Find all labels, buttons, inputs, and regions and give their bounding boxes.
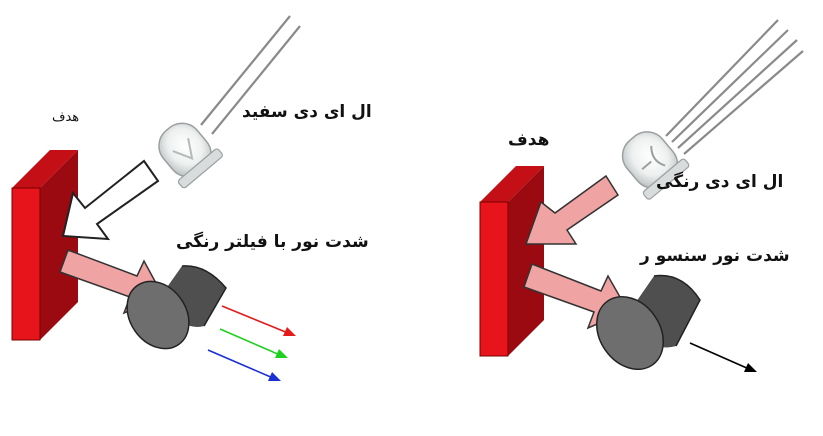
left-ray-blue xyxy=(207,349,274,379)
left-panel xyxy=(11,15,301,381)
right-target-label: هدف xyxy=(508,130,550,150)
right-output-ray xyxy=(689,342,750,370)
right-target-side xyxy=(508,166,544,356)
left-target-face xyxy=(11,187,41,341)
left-led-leads xyxy=(200,15,301,135)
left-target-top xyxy=(12,150,78,188)
right-led-icon xyxy=(621,131,690,200)
left-led-label: ال ای دی سفید xyxy=(242,102,372,122)
left-intensity-label: شدت نور با فیلتر رنگی xyxy=(176,232,369,252)
left-target-block xyxy=(11,150,78,341)
right-target-block xyxy=(479,166,544,357)
left-ray-red-head xyxy=(283,327,296,336)
left-target-label: هدف xyxy=(52,110,80,125)
left-led-icon xyxy=(158,122,223,189)
right-sensor xyxy=(596,274,701,371)
right-sensor-face xyxy=(596,295,664,371)
right-panel xyxy=(479,19,804,372)
left-ray-green xyxy=(219,328,281,356)
right-led-leads xyxy=(665,19,804,155)
right-target-top xyxy=(480,166,544,202)
left-target-side xyxy=(40,150,78,340)
right-led-label: ال ای دی رنگی xyxy=(656,172,784,192)
right-target-face xyxy=(479,201,509,357)
left-ray-green-head xyxy=(275,349,288,358)
right-output-ray-head xyxy=(744,363,757,372)
left-rays xyxy=(207,305,296,381)
left-ray-blue-head xyxy=(268,372,281,381)
left-incident-arrow xyxy=(61,159,160,241)
left-sensor-face xyxy=(126,280,190,350)
right-intensity-label: شدت نور سنسو ر xyxy=(640,246,790,266)
left-sensor xyxy=(126,265,227,350)
left-ray-red xyxy=(221,305,289,334)
right-incident-arrow xyxy=(524,174,620,245)
